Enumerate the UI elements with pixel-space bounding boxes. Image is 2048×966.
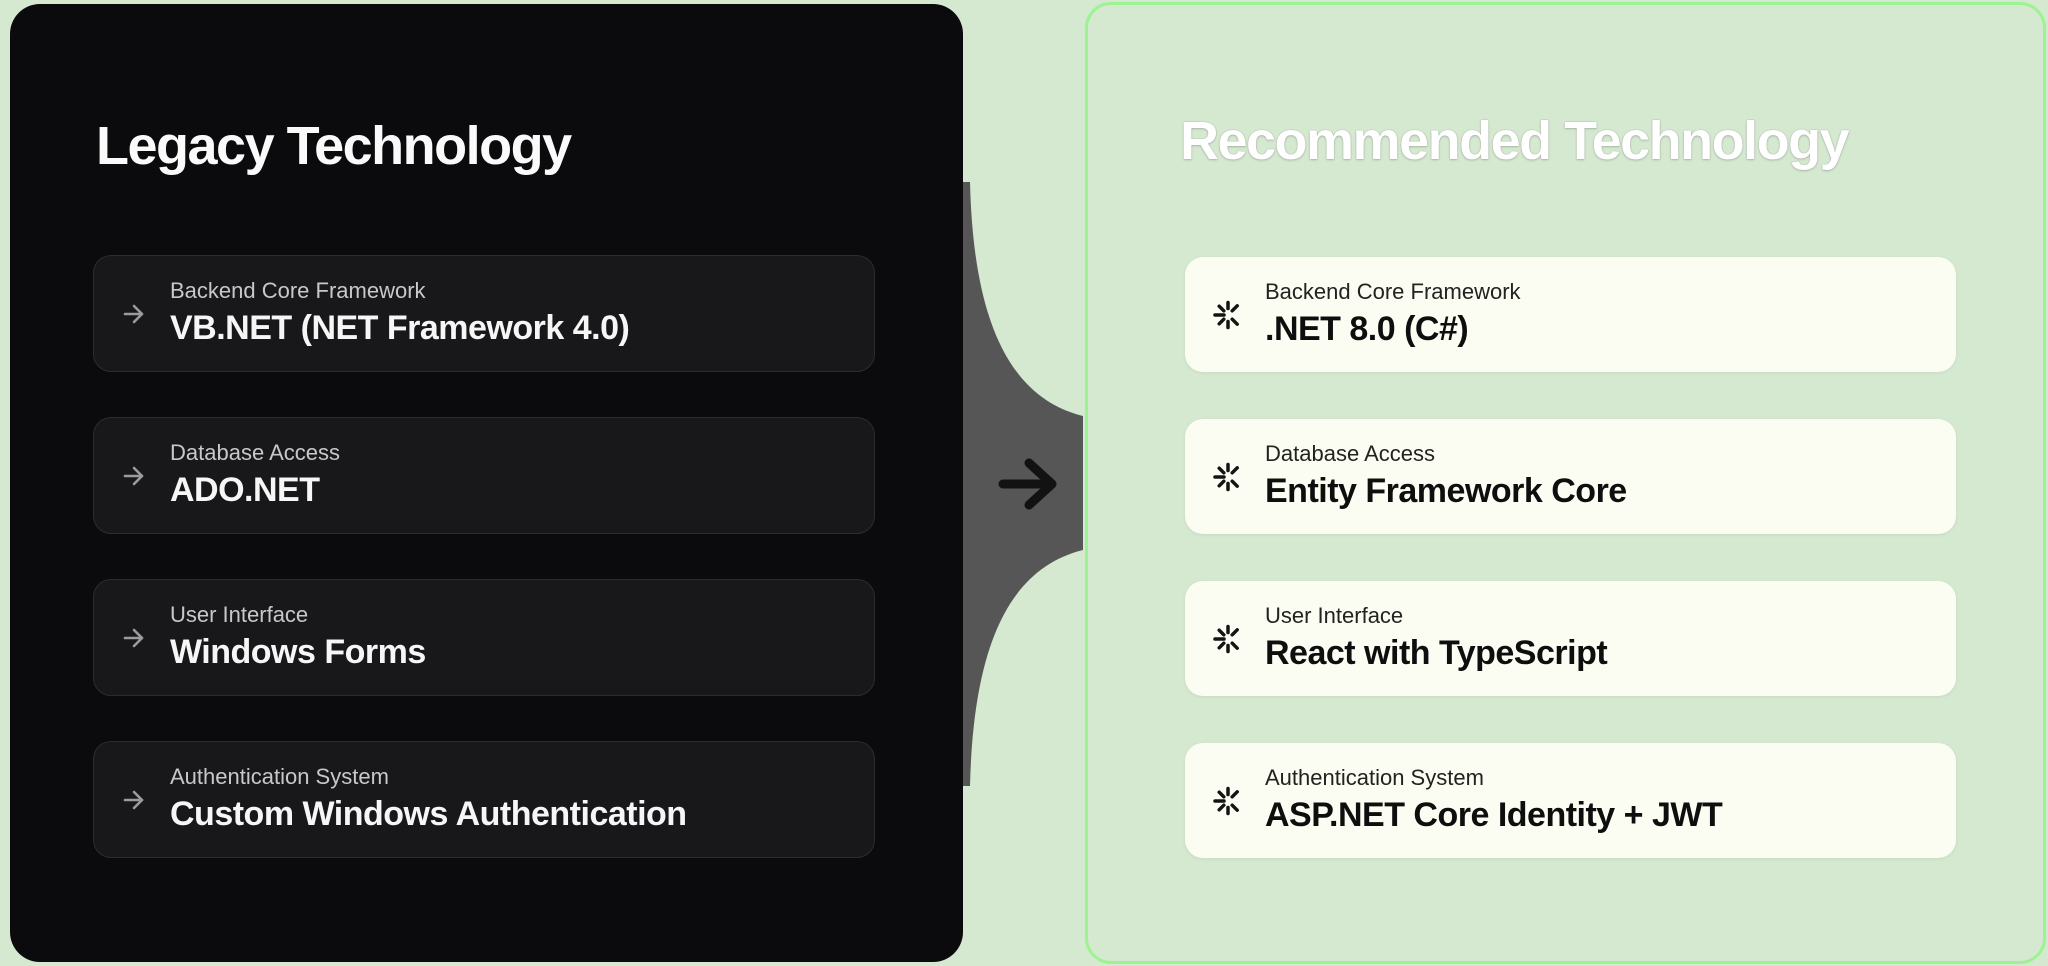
card-technology-value: ASP.NET Core Identity + JWT: [1265, 796, 1723, 835]
card-category-label: Backend Core Framework: [170, 278, 426, 304]
spark-asterisk-icon: [1213, 624, 1239, 653]
card-technology-value: React with TypeScript: [1265, 634, 1608, 673]
recommended-card-backend: Backend Core Framework .NET 8.0 (C#): [1185, 257, 1956, 372]
arrow-right-icon: [123, 304, 144, 323]
legacy-panel-title: Legacy Technology: [96, 116, 572, 176]
spark-asterisk-icon: [1213, 462, 1239, 491]
card-technology-value: Custom Windows Authentication: [170, 795, 687, 834]
card-category-label: Database Access: [1265, 441, 1435, 467]
card-category-label: Backend Core Framework: [1265, 279, 1521, 305]
recommended-panel-title: Recommended Technology: [1180, 111, 1850, 171]
arrow-right-icon: [123, 628, 144, 647]
card-category-label: Database Access: [170, 440, 340, 466]
recommended-card-list: Backend Core Framework .NET 8.0 (C#) Dat…: [1185, 257, 1956, 858]
card-category-label: User Interface: [170, 602, 309, 628]
card-technology-value: Windows Forms: [170, 633, 426, 672]
recommended-technology-panel: Recommended Technology Backend Core Fram…: [1085, 2, 2046, 964]
legacy-technology-panel: Legacy Technology Backend Core Framework…: [10, 4, 963, 962]
legacy-card-database: Database Access ADO.NET: [93, 417, 875, 534]
card-technology-value: VB.NET (NET Framework 4.0): [170, 309, 630, 348]
recommended-card-database: Database Access Entity Framework Core: [1185, 419, 1956, 534]
card-category-label: Authentication System: [170, 764, 389, 790]
arrow-right-bold-icon: [998, 458, 1057, 510]
recommended-card-ui: User Interface React with TypeScript: [1185, 581, 1956, 696]
legacy-card-ui: User Interface Windows Forms: [93, 579, 875, 696]
legacy-card-list: Backend Core Framework VB.NET (NET Frame…: [93, 255, 875, 858]
spark-asterisk-icon: [1213, 300, 1239, 329]
card-category-label: User Interface: [1265, 603, 1404, 629]
migration-connector: [957, 182, 1083, 786]
spark-asterisk-icon: [1213, 786, 1239, 815]
arrow-right-icon: [123, 466, 144, 485]
card-technology-value: ADO.NET: [170, 471, 320, 510]
card-technology-value: Entity Framework Core: [1265, 472, 1627, 511]
legacy-card-backend: Backend Core Framework VB.NET (NET Frame…: [93, 255, 875, 372]
card-category-label: Authentication System: [1265, 765, 1484, 791]
card-technology-value: .NET 8.0 (C#): [1265, 310, 1469, 349]
legacy-card-auth: Authentication System Custom Windows Aut…: [93, 741, 875, 858]
arrow-right-icon: [123, 790, 144, 809]
recommended-card-auth: Authentication System ASP.NET Core Ident…: [1185, 743, 1956, 858]
